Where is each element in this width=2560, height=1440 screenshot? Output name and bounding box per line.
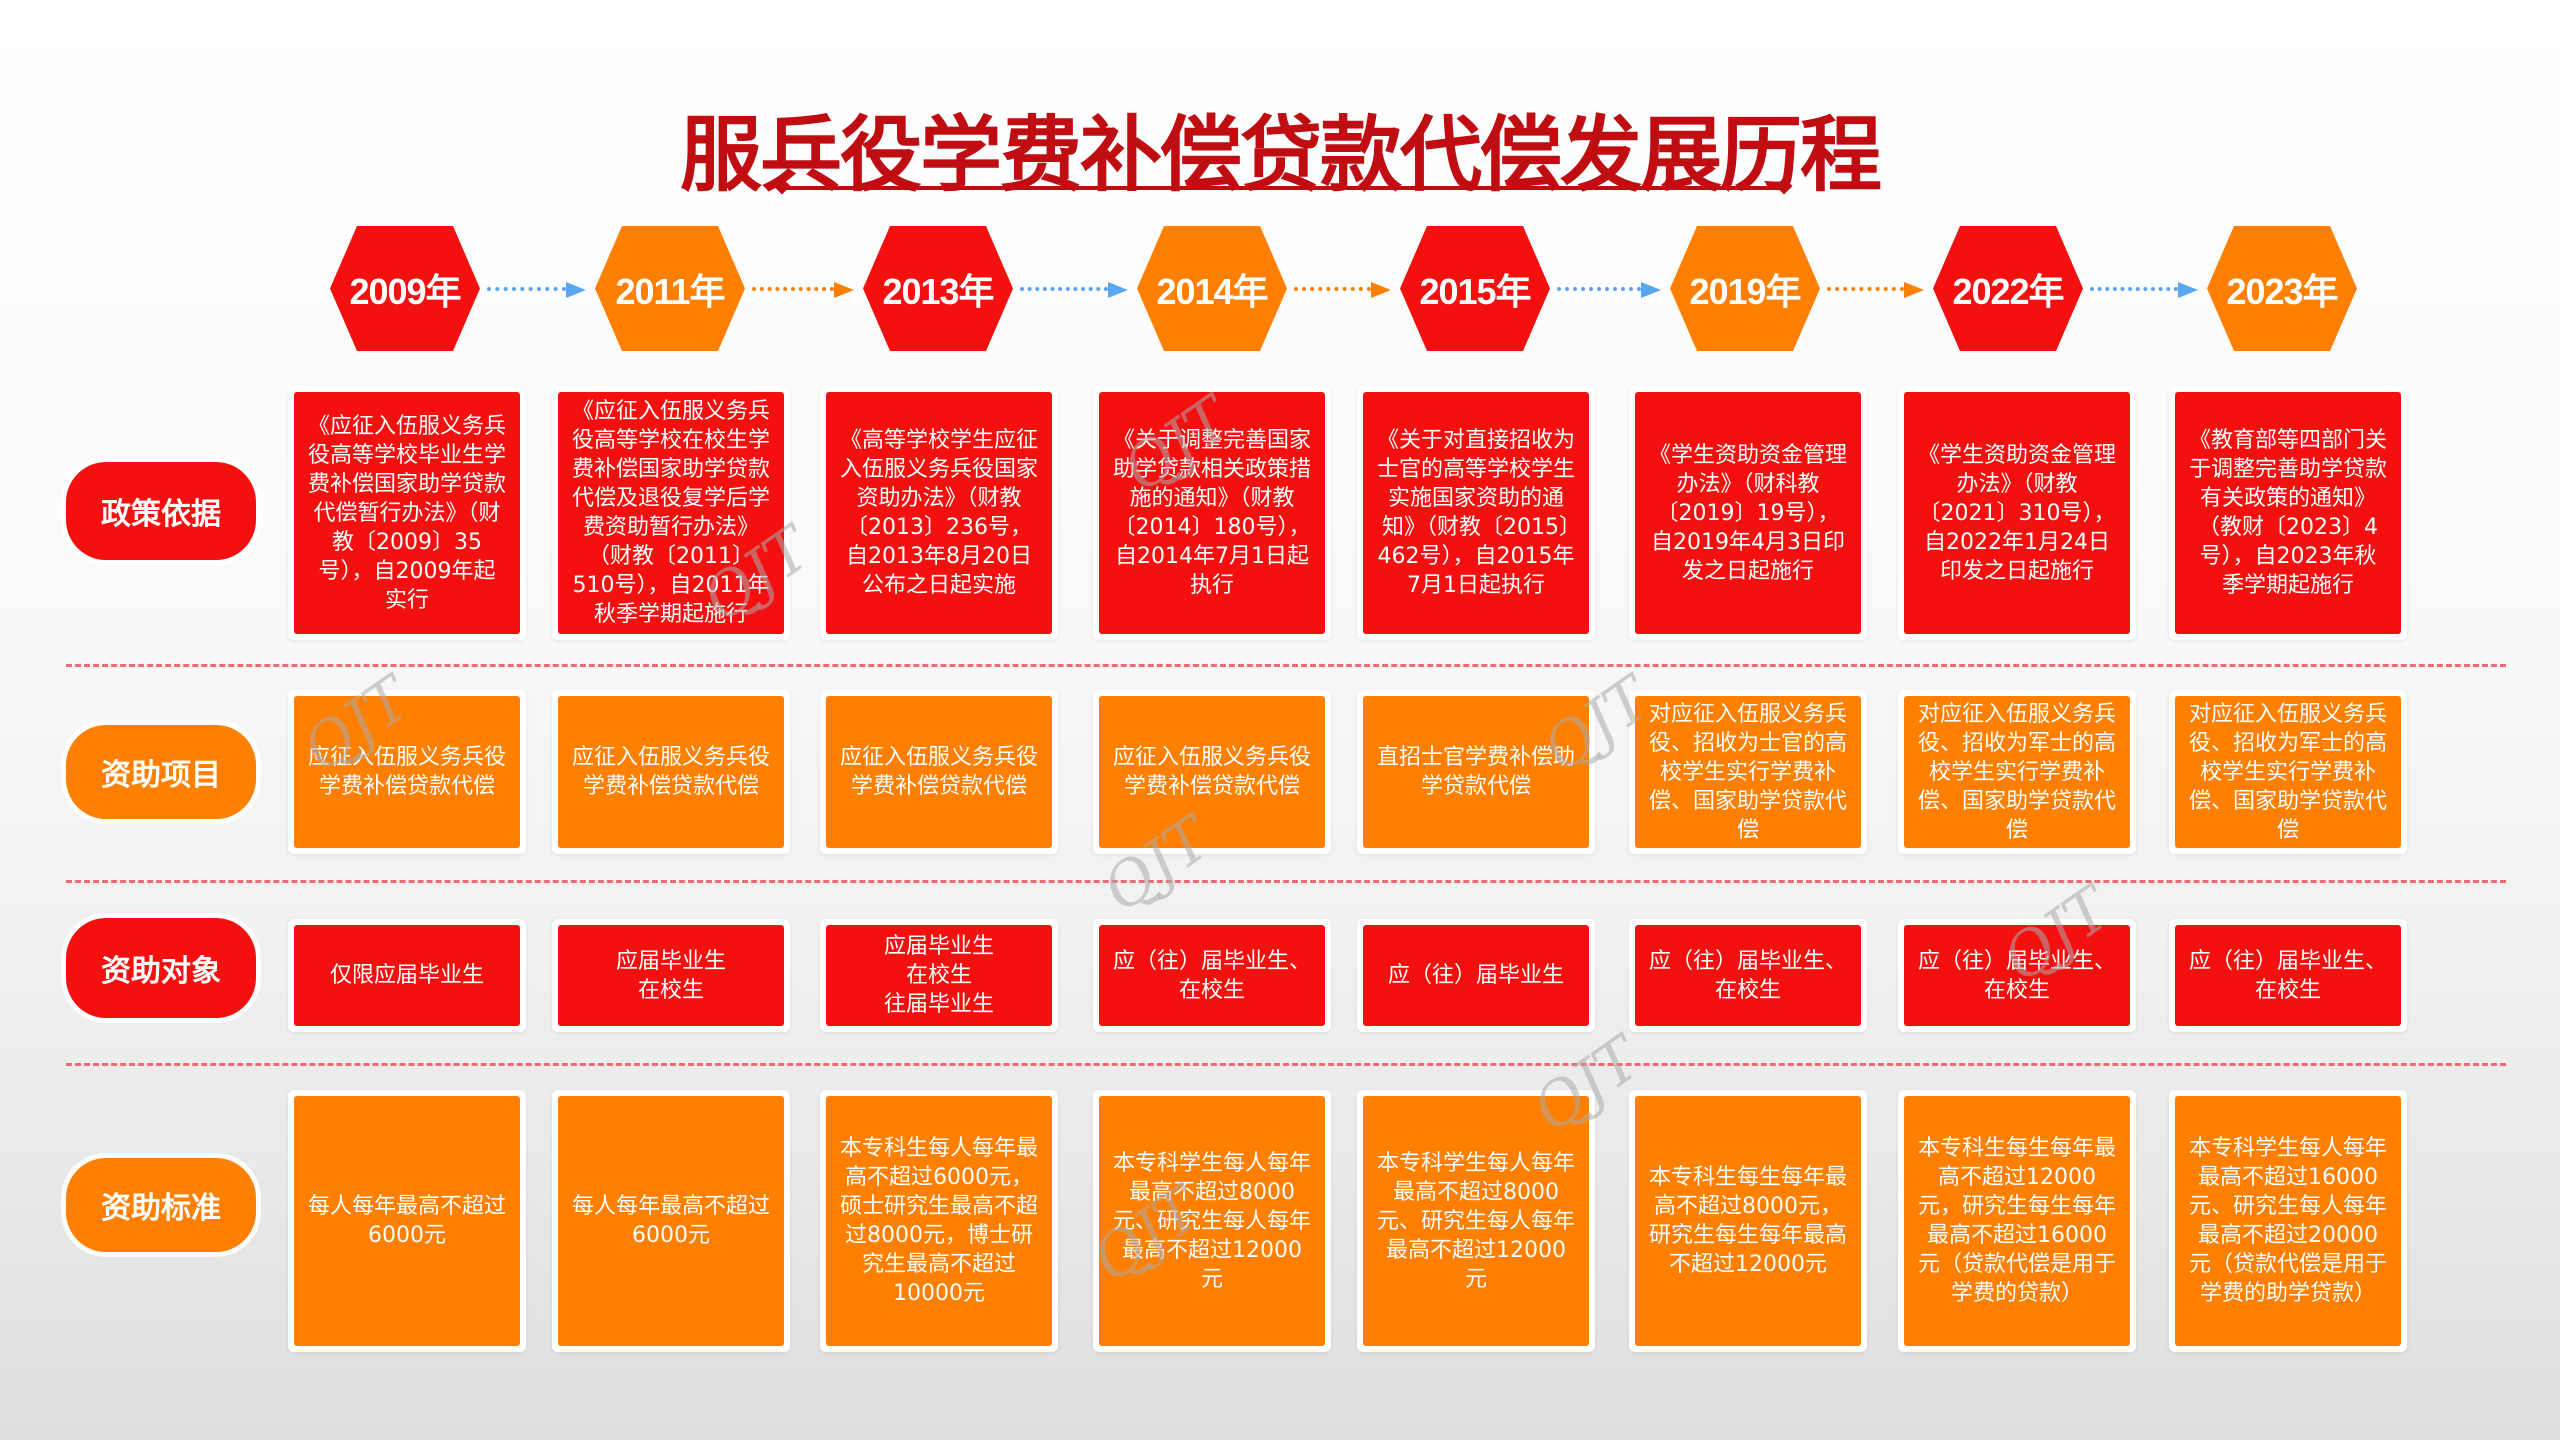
row-label-standard: 资助标准: [66, 1158, 256, 1252]
target-card: 应（往）届毕业生、在校生: [1898, 919, 2136, 1032]
row-label-policy: 政策依据: [66, 462, 256, 560]
project-card: 应征入伍服义务兵役学费补偿贷款代偿: [552, 690, 790, 854]
standard-card: 本专科学生每人每年最高不超过8000元、研究生每人每年最高不超过12000元: [1357, 1090, 1595, 1352]
year-hexagon: 2019年: [1670, 226, 1820, 351]
project-text: 对应征入伍服义务兵役、招收为军士的高校学生实行学费补偿、国家助学贷款代偿: [1904, 696, 2130, 848]
timeline-arrow-icon: [752, 282, 856, 298]
target-text: 应（往）届毕业生、在校生: [1904, 925, 2130, 1026]
project-card: 对应征入伍服义务兵役、招收为军士的高校学生实行学费补偿、国家助学贷款代偿: [1898, 690, 2136, 854]
standard-text: 每人每年最高不超过6000元: [558, 1096, 784, 1346]
target-card: 仅限应届毕业生: [288, 919, 526, 1032]
project-text: 对应征入伍服义务兵役、招收为士官的高校学生实行学费补偿、国家助学贷款代偿: [1635, 696, 1861, 848]
standard-card: 每人每年最高不超过6000元: [552, 1090, 790, 1352]
policy-card: 《高等学校学生应征入伍服义务兵役国家资助办法》（财教〔2013〕236号，自20…: [820, 386, 1058, 640]
project-card: 直招士官学费补偿助学贷款代偿: [1357, 690, 1595, 854]
standard-text: 本专科生每生每年最高不超过12000元，研究生每生每年最高不超过16000元（贷…: [1904, 1096, 2130, 1346]
standard-card: 本专科学生每人每年最高不超过8000元、研究生每人每年最高不超过12000元: [1093, 1090, 1331, 1352]
target-card: 应（往）届毕业生、在校生: [1093, 919, 1331, 1032]
policy-text: 《关于调整完善国家助学贷款相关政策措施的通知》（财教〔2014〕180号），自2…: [1099, 392, 1325, 634]
target-card: 应届毕业生 在校生 往届毕业生: [820, 919, 1058, 1032]
year-hexagon: 2011年: [595, 226, 745, 351]
timeline-arrow-icon: [2090, 282, 2200, 298]
standard-text: 本专科生每人每年最高不超过6000元，硕士研究生最高不超过8000元，博士研究生…: [826, 1096, 1052, 1346]
project-text: 应征入伍服义务兵役学费补偿贷款代偿: [558, 696, 784, 848]
timeline-arrow-icon: [1294, 282, 1393, 298]
target-text: 应（往）届毕业生、在校生: [1099, 925, 1325, 1026]
target-card: 应（往）届毕业生、在校生: [2169, 919, 2407, 1032]
target-text: 应（往）届毕业生: [1363, 925, 1589, 1026]
policy-card: 《关于对直接招收为士官的高等学校学生实施国家资助的通知》（财教〔2015〕462…: [1357, 386, 1595, 640]
standard-text: 本专科学生每人每年最高不超过16000元、研究生每人每年最高不超过20000元（…: [2175, 1096, 2401, 1346]
standard-text: 本专科学生每人每年最高不超过8000元、研究生每人每年最高不超过12000元: [1363, 1096, 1589, 1346]
standard-text: 每人每年最高不超过6000元: [294, 1096, 520, 1346]
project-text: 应征入伍服义务兵役学费补偿贷款代偿: [294, 696, 520, 848]
timeline-arrow-icon: [1557, 282, 1663, 298]
target-text: 应届毕业生 在校生: [558, 925, 784, 1026]
policy-card: 《应征入伍服义务兵役高等学校毕业生学费补偿国家助学贷款代偿暂行办法》（财教〔20…: [288, 386, 526, 640]
project-text: 直招士官学费补偿助学贷款代偿: [1363, 696, 1589, 848]
project-card: 应征入伍服义务兵役学费补偿贷款代偿: [288, 690, 526, 854]
policy-card: 《关于调整完善国家助学贷款相关政策措施的通知》（财教〔2014〕180号），自2…: [1093, 386, 1331, 640]
policy-text: 《关于对直接招收为士官的高等学校学生实施国家资助的通知》（财教〔2015〕462…: [1363, 392, 1589, 634]
policy-text: 《教育部等四部门关于调整完善助学贷款有关政策的通知》（教财〔2023〕4号），自…: [2175, 392, 2401, 634]
timeline-arrow-icon: [1020, 282, 1130, 298]
project-text: 对应征入伍服义务兵役、招收为军士的高校学生实行学费补偿、国家助学贷款代偿: [2175, 696, 2401, 848]
policy-card: 《学生资助资金管理办法》（财教〔2021〕310号），自2022年1月24日印发…: [1898, 386, 2136, 640]
title-underline: [784, 186, 1782, 190]
standard-card: 本专科学生每人每年最高不超过16000元、研究生每人每年最高不超过20000元（…: [2169, 1090, 2407, 1352]
standard-card: 每人每年最高不超过6000元: [288, 1090, 526, 1352]
row-label-target: 资助对象: [66, 918, 256, 1018]
policy-card: 《教育部等四部门关于调整完善助学贷款有关政策的通知》（教财〔2023〕4号），自…: [2169, 386, 2407, 640]
year-hexagon: 2015年: [1400, 226, 1550, 351]
row-divider: [66, 880, 2506, 883]
year-hexagon: 2013年: [863, 226, 1013, 351]
project-text: 应征入伍服义务兵役学费补偿贷款代偿: [826, 696, 1052, 848]
target-text: 仅限应届毕业生: [294, 925, 520, 1026]
year-hexagon: 2023年: [2207, 226, 2357, 351]
policy-card: 《应征入伍服义务兵役高等学校在校生学费补偿国家助学贷款代偿及退役复学后学费资助暂…: [552, 386, 790, 640]
policy-text: 《高等学校学生应征入伍服义务兵役国家资助办法》（财教〔2013〕236号，自20…: [826, 392, 1052, 634]
policy-text: 《应征入伍服义务兵役高等学校毕业生学费补偿国家助学贷款代偿暂行办法》（财教〔20…: [294, 392, 520, 634]
year-hexagon: 2022年: [1933, 226, 2083, 351]
year-hexagon: 2014年: [1137, 226, 1287, 351]
row-label-project: 资助项目: [66, 725, 256, 819]
target-card: 应届毕业生 在校生: [552, 919, 790, 1032]
standard-card: 本专科生每人每年最高不超过6000元，硕士研究生最高不超过8000元，博士研究生…: [820, 1090, 1058, 1352]
project-card: 应征入伍服义务兵役学费补偿贷款代偿: [1093, 690, 1331, 854]
standard-card: 本专科生每生每年最高不超过8000元，研究生每生每年最高不超过12000元: [1629, 1090, 1867, 1352]
year-hexagon: 2009年: [330, 226, 480, 351]
standard-text: 本专科学生每人每年最高不超过8000元、研究生每人每年最高不超过12000元: [1099, 1096, 1325, 1346]
row-divider: [66, 1063, 2506, 1066]
policy-text: 《学生资助资金管理办法》（财科教〔2019〕19号），自2019年4月3日印发之…: [1635, 392, 1861, 634]
standard-card: 本专科生每生每年最高不超过12000元，研究生每生每年最高不超过16000元（贷…: [1898, 1090, 2136, 1352]
target-card: 应（往）届毕业生、在校生: [1629, 919, 1867, 1032]
timeline-arrow-icon: [1827, 282, 1926, 298]
timeline-arrow-icon: [487, 282, 588, 298]
project-card: 对应征入伍服义务兵役、招收为士官的高校学生实行学费补偿、国家助学贷款代偿: [1629, 690, 1867, 854]
target-text: 应届毕业生 在校生 往届毕业生: [826, 925, 1052, 1026]
standard-text: 本专科生每生每年最高不超过8000元，研究生每生每年最高不超过12000元: [1635, 1096, 1861, 1346]
project-card: 应征入伍服义务兵役学费补偿贷款代偿: [820, 690, 1058, 854]
policy-text: 《应征入伍服义务兵役高等学校在校生学费补偿国家助学贷款代偿及退役复学后学费资助暂…: [558, 392, 784, 634]
target-text: 应（往）届毕业生、在校生: [2175, 925, 2401, 1026]
policy-card: 《学生资助资金管理办法》（财科教〔2019〕19号），自2019年4月3日印发之…: [1629, 386, 1867, 640]
row-divider: [66, 664, 2506, 667]
policy-text: 《学生资助资金管理办法》（财教〔2021〕310号），自2022年1月24日印发…: [1904, 392, 2130, 634]
target-text: 应（往）届毕业生、在校生: [1635, 925, 1861, 1026]
project-text: 应征入伍服义务兵役学费补偿贷款代偿: [1099, 696, 1325, 848]
project-card: 对应征入伍服义务兵役、招收为军士的高校学生实行学费补偿、国家助学贷款代偿: [2169, 690, 2407, 854]
target-card: 应（往）届毕业生: [1357, 919, 1595, 1032]
